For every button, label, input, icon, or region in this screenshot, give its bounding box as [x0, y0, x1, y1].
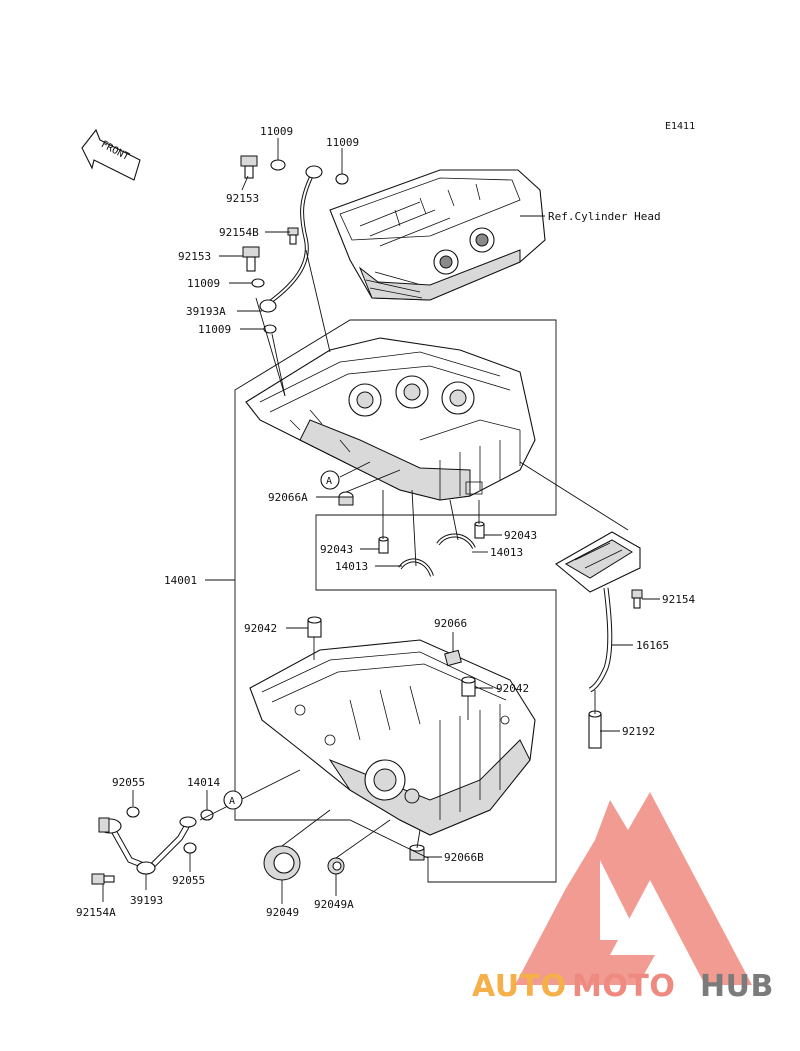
callout-11009: 11009	[198, 323, 231, 336]
callout-92055: 92055	[112, 776, 145, 789]
callout-11009: 11009	[260, 125, 293, 138]
hose-92192-icon	[588, 710, 602, 749]
bolt-92153-top-icon	[240, 155, 258, 179]
callout-39193: 39193	[130, 894, 163, 907]
upper-crankcase	[245, 337, 536, 501]
callout-14001: 14001	[164, 574, 197, 587]
callout-92043: 92043	[320, 543, 353, 556]
bolt-92154b-icon	[287, 227, 299, 245]
oil-seal-92049a-icon	[327, 857, 345, 875]
oring-92055-icon	[126, 806, 197, 854]
callout-16165: 16165	[636, 639, 669, 652]
dowel-92043-right-icon	[474, 521, 485, 539]
dowel-92043-left-icon	[378, 536, 389, 554]
oil-jet-92066-icon	[444, 649, 462, 667]
callout-11009: 11009	[187, 277, 220, 290]
callout-92153: 92153	[226, 192, 259, 205]
automotohub-logo-icon	[515, 792, 752, 985]
reference-a-marker-upper: A	[320, 470, 340, 490]
callout-92055: 92055	[172, 874, 205, 887]
front-arrow-icon: FRONT	[81, 128, 141, 181]
callout-92042: 92042	[244, 622, 277, 635]
callout-11009: 11009	[326, 136, 359, 149]
callout-92049a: 92049A	[314, 898, 354, 911]
watermark-auto: AUTO	[472, 969, 567, 1004]
watermark-hub: HUB	[700, 969, 774, 1004]
oil-pipe-39193a	[259, 165, 323, 313]
callout-92154a: 92154A	[76, 906, 116, 919]
callout-92049: 92049	[266, 906, 299, 919]
callout-14013: 14013	[490, 546, 523, 559]
callout-92192: 92192	[622, 725, 655, 738]
reference-a-marker-lower: A	[223, 790, 243, 810]
callout-92154b: 92154B	[219, 226, 259, 239]
svg-text:A: A	[326, 476, 332, 487]
callout-92043: 92043	[504, 529, 537, 542]
bearing-14013-left-icon	[398, 558, 434, 577]
svg-text:A: A	[229, 796, 235, 807]
diagram-code: E1411	[665, 121, 695, 132]
callout-92042: 92042	[496, 682, 529, 695]
callout-39193a: 39193A	[186, 305, 226, 318]
cylinder-head-reference	[329, 169, 546, 301]
oil-seal-92049-icon	[263, 845, 301, 881]
breather-plate-16165	[555, 531, 641, 693]
watermark-moto: MOTO	[572, 969, 675, 1004]
callout-14013: 14013	[335, 560, 368, 573]
oil-jet-92066a-icon	[338, 491, 354, 506]
callout-14014: 14014	[187, 776, 220, 789]
callout-92154: 92154	[662, 593, 695, 606]
bearing-14013-right-icon	[436, 533, 476, 550]
leader-lines	[102, 138, 660, 904]
callout-92066b: 92066B	[444, 851, 484, 864]
bolt-92153-mid-icon	[242, 246, 260, 272]
ref-cylinder-head-label: Ref.Cylinder Head	[548, 210, 661, 223]
bolt-92154-icon	[631, 589, 643, 609]
callout-92153: 92153	[178, 250, 211, 263]
callout-92066a: 92066A	[268, 491, 308, 504]
callout-labels: 11009 11009 92153 92154B 92153 11009 391…	[76, 125, 695, 919]
dowel-92042-right-icon	[461, 676, 476, 697]
bolt-92154a-icon	[91, 873, 115, 885]
dowel-92042-left-icon	[307, 616, 322, 638]
oil-pipe-39193	[98, 816, 197, 875]
callout-92066: 92066	[434, 617, 467, 630]
lower-crankcase	[249, 639, 536, 836]
watermark-text: AUTO MOTO HUB	[472, 969, 774, 1004]
